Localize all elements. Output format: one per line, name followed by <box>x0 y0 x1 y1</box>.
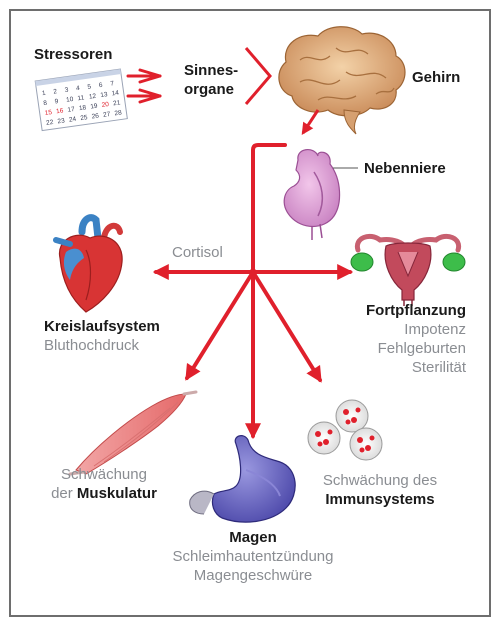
calendar-day: 3 <box>64 87 69 94</box>
calendar-day: 16 <box>56 107 65 115</box>
muskulatur-bold: Muskulatur <box>76 485 157 502</box>
fortpflanzung-block: Fortpflanzung Impotenz Fehlgeburten Ster… <box>320 301 466 377</box>
gehirn-label: Gehirn <box>412 69 461 86</box>
muskulatur-line-1: Schwächung <box>61 466 147 483</box>
magen-effect-2: Magengeschwüre <box>193 567 313 584</box>
kreislauf-effect-1: Bluthochdruck <box>44 337 140 354</box>
kreislauf-block: Kreislaufsystem Bluthochdruck <box>44 317 160 355</box>
calendar-day: 23 <box>57 117 66 125</box>
magen-title: Magen <box>229 529 277 546</box>
calendar-day: 11 <box>77 94 85 102</box>
calendar-day: 24 <box>69 116 78 124</box>
calendar-day: 18 <box>78 104 87 112</box>
stressor-arrows <box>126 68 162 104</box>
calendar-day: 28 <box>114 109 123 117</box>
calendar-day: 8 <box>43 100 48 107</box>
calendar-day: 27 <box>103 111 112 119</box>
uterus-icon <box>350 233 466 306</box>
brain-icon <box>278 26 406 135</box>
immun-line-2: Immunsystems <box>325 491 435 508</box>
brain-arrow <box>301 109 320 136</box>
fortpflanzung-effect-1: Impotenz <box>404 321 466 338</box>
calendar-day: 15 <box>44 109 53 117</box>
calendar-day: 13 <box>100 91 109 99</box>
sinnesorgane-line-1: Sinnes- <box>184 62 239 79</box>
calendar-day: 1 <box>42 90 47 97</box>
cortisol-arrows <box>152 264 354 440</box>
calendar-day: 14 <box>111 90 120 98</box>
sinnesorgane-line-2: organe <box>184 81 235 98</box>
nebenniere-label: Nebenniere <box>364 160 446 177</box>
sinnesorgane-label: Sinnes- organe <box>184 61 238 99</box>
heart-icon <box>53 214 123 313</box>
calendar-day: 19 <box>90 103 99 111</box>
calendar-day: 12 <box>88 93 97 101</box>
immun-line-1: Schwächung des <box>322 472 438 489</box>
stomach-icon <box>189 435 296 523</box>
calendar-day: 10 <box>66 96 75 104</box>
calendar-day: 9 <box>54 98 59 105</box>
immun-block: Schwächung des Immunsystems <box>300 471 460 509</box>
calendar-day: 17 <box>67 106 76 114</box>
muskulatur-prefix: der <box>51 485 73 502</box>
stressoren-label: Stressoren <box>34 46 113 63</box>
magen-effect-1: Schleimhautentzündung <box>172 548 334 565</box>
calendar-day: 21 <box>113 99 122 107</box>
kreislauf-title: Kreislaufsystem <box>44 318 160 335</box>
hormone-pathway <box>251 143 287 274</box>
cortisol-label: Cortisol <box>172 244 223 261</box>
calendar-day: 7 <box>110 80 115 87</box>
calendar-day: 25 <box>80 114 89 122</box>
calendar-day: 4 <box>76 85 81 92</box>
magen-block: Magen Schleimhautentzündung Magengeschwü… <box>140 528 366 585</box>
sense-chevron <box>244 47 272 105</box>
fortpflanzung-effect-3: Sterilität <box>411 359 466 376</box>
fortpflanzung-effect-2: Fehlgeburten <box>377 340 466 357</box>
calendar-day: 22 <box>46 119 55 127</box>
immune-cells-icon <box>307 399 383 461</box>
calendar-day: 2 <box>53 88 58 95</box>
calendar-day: 20 <box>101 101 110 109</box>
fortpflanzung-title: Fortpflanzung <box>366 302 466 319</box>
muskulatur-block: Schwächung der Muskulatur <box>34 465 174 503</box>
calendar-day: 6 <box>98 82 103 89</box>
calendar-day: 5 <box>87 83 92 90</box>
calendar-day: 26 <box>91 113 100 121</box>
muscle-icon <box>68 390 198 476</box>
adrenal-kidney-icon <box>283 149 341 240</box>
